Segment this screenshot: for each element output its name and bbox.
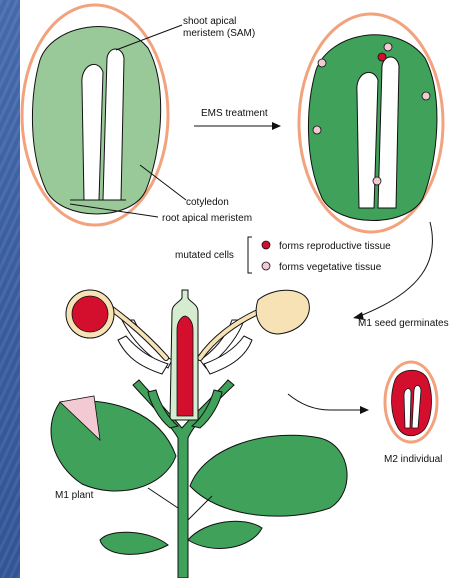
untreated-seed (22, 5, 168, 225)
vegetative-label: forms vegetative tissue (279, 262, 382, 273)
reproductive-mutant-cell (378, 53, 386, 61)
reproductive-sector-ovary (177, 316, 193, 416)
cotyledon-label: cotyledon (186, 197, 229, 208)
vegetative-mutant-cell (422, 92, 430, 100)
mutant-embryo (392, 370, 432, 436)
vegetative-mutant-cell (373, 177, 381, 185)
vegetative-mutant-cell (313, 126, 321, 134)
sam-label: shoot apical (183, 16, 236, 27)
vegetative-mutant-cell (384, 43, 392, 51)
treated-seed (299, 14, 443, 232)
m2-label: M2 individual (384, 454, 442, 465)
reproductive-swatch (262, 241, 270, 249)
root-meristem-label: root apical meristem (162, 213, 252, 224)
m1-germinates-label: M1 seed germinates (358, 318, 449, 329)
reproductive-sector-anther (72, 296, 108, 332)
vegetative-swatch (262, 262, 270, 270)
vegetative-mutant-cell (318, 59, 326, 67)
mutated-cells-label: mutated cells (175, 250, 234, 261)
cotyledon-gap-left (357, 72, 378, 208)
sam-label-2: meristem (SAM) (183, 28, 255, 39)
cotyledon-gap (404, 389, 411, 428)
cotyledon-gap-right (103, 49, 124, 200)
m1-plant-label: M1 plant (55, 490, 94, 501)
reproductive-label: forms reproductive tissue (279, 241, 391, 252)
cotyledon-gap-right (378, 57, 399, 208)
cotyledon-gap-left (82, 64, 103, 200)
ems-label: EMS treatment (201, 108, 268, 119)
m2-seed (385, 362, 437, 442)
